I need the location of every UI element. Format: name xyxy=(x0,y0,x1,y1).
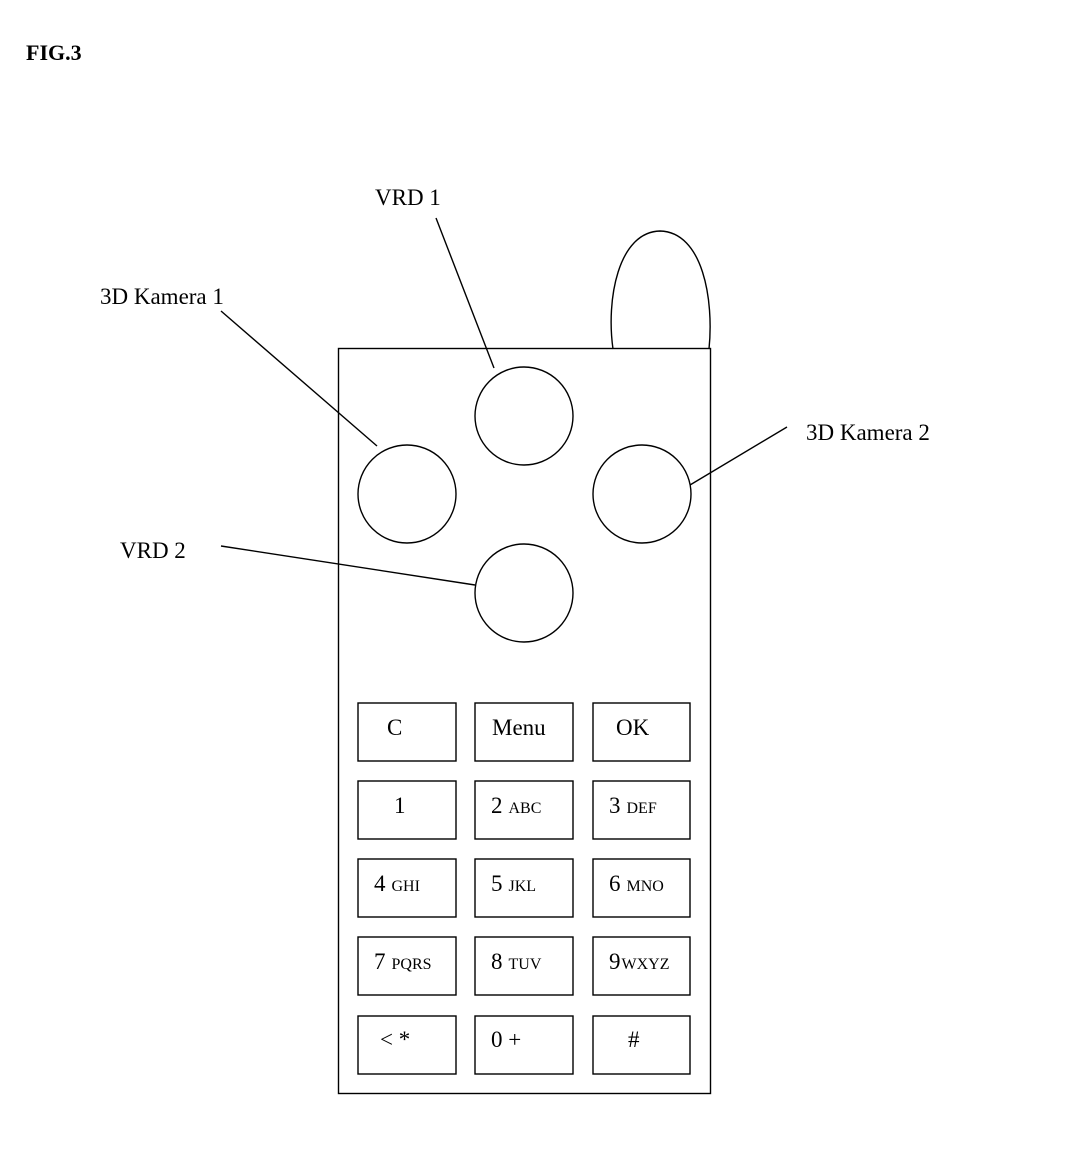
key-6-letters: MNO xyxy=(627,878,664,895)
3d-camera-2-leader-line xyxy=(689,426,788,486)
vrd-2-label: VRD 2 xyxy=(120,538,186,563)
vrd-1-label: VRD 1 xyxy=(375,185,441,210)
phone-body xyxy=(337,347,712,1095)
3d-camera-2-label: 3D Kamera 2 xyxy=(806,420,930,445)
3d-camera-2-lens xyxy=(592,444,692,544)
key-4[interactable]: 4 GHI xyxy=(357,858,457,918)
key-7-digit: 7 xyxy=(374,949,386,974)
key-ok-label: OK xyxy=(616,715,650,740)
key-5-letters: JKL xyxy=(509,878,537,895)
vrd-1-lens xyxy=(474,366,574,466)
key-2[interactable]: 2 ABC xyxy=(474,780,574,840)
key-7[interactable]: 7 PQRS xyxy=(357,936,457,996)
vrd-1-leader-line xyxy=(435,217,495,369)
key-menu[interactable]: Menu xyxy=(474,702,574,762)
3d-camera-1-leader-line xyxy=(220,310,378,447)
key-0[interactable]: 0 + xyxy=(474,1015,574,1075)
key-4-digit: 4 xyxy=(374,871,386,896)
vrd-2-leader-line xyxy=(220,545,476,586)
key-7-letters: PQRS xyxy=(392,956,432,973)
key-5-digit: 5 xyxy=(491,871,503,896)
key-6[interactable]: 6 MNO xyxy=(592,858,691,918)
key-hash-label: # xyxy=(628,1027,640,1052)
key-star[interactable]: < * xyxy=(357,1015,457,1075)
key-3-digit: 3 xyxy=(609,793,621,818)
key-0-label: 0 + xyxy=(491,1027,521,1052)
key-1-label: 1 xyxy=(394,793,406,818)
key-hash[interactable]: # xyxy=(592,1015,691,1075)
key-ok[interactable]: OK xyxy=(592,702,691,762)
key-9-digit: 9 xyxy=(609,949,621,974)
key-c-label: C xyxy=(387,715,402,740)
key-2-letters: ABC xyxy=(509,800,542,817)
key-3[interactable]: 3 DEF xyxy=(592,780,691,840)
key-9-letters: WXYZ xyxy=(622,956,670,973)
key-8[interactable]: 8 TUV xyxy=(474,936,574,996)
key-5[interactable]: 5 JKL xyxy=(474,858,574,918)
key-9[interactable]: 9WXYZ xyxy=(592,936,691,996)
svg-text:9WXYZ: 9WXYZ xyxy=(609,949,669,974)
key-c[interactable]: C xyxy=(357,702,457,762)
3d-camera-1-lens xyxy=(357,444,457,544)
key-8-digit: 8 xyxy=(491,949,503,974)
key-star-label: < * xyxy=(380,1027,410,1052)
key-menu-label: Menu xyxy=(492,715,546,740)
key-6-digit: 6 xyxy=(609,871,621,896)
key-4-letters: GHI xyxy=(392,878,420,895)
vrd-2-lens xyxy=(474,543,574,643)
key-3-letters: DEF xyxy=(627,800,657,817)
3d-camera-1-label: 3D Kamera 1 xyxy=(100,284,224,309)
key-8-letters: TUV xyxy=(509,956,542,973)
key-2-digit: 2 xyxy=(491,793,503,818)
key-1[interactable]: 1 xyxy=(357,780,457,840)
figure-title: FIG.3 xyxy=(26,40,82,65)
antenna xyxy=(610,230,711,350)
